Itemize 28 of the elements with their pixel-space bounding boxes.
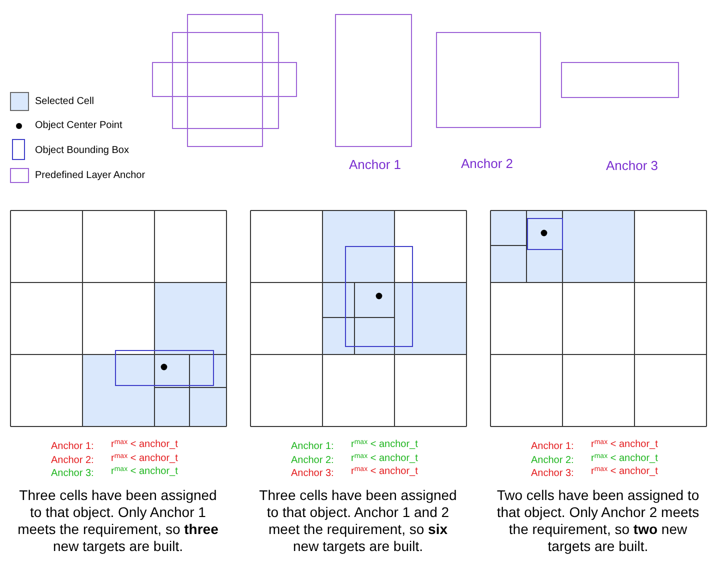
legend-label: Selected Cell	[35, 96, 94, 108]
anchor-label: Anchor 2	[461, 157, 514, 172]
anchor-name: Anchor 3:	[531, 468, 574, 480]
condition-text: r$^{max}$ < anchor_t	[351, 466, 418, 478]
anchor-label: Anchor 3	[606, 159, 658, 174]
anchor-name: Anchor 3:	[291, 468, 334, 480]
legend-label: Predefined Layer Anchor	[35, 170, 146, 182]
condition-text: r$^{max}$ < anchor_t	[351, 452, 418, 464]
condition-text: r$^{max}$ < anchor_t	[111, 452, 178, 464]
anchor-name: Anchor 2:	[51, 454, 94, 466]
condition-text: r$^{max}$ < anchor_t	[351, 439, 418, 450]
description-text: Three cells have been assigned to that object. Only Anchor 1 meets the requirement, so three new targets are built.	[16, 487, 220, 555]
anchor-label: Anchor 1	[349, 158, 402, 173]
anchor-name: Anchor 1:	[291, 441, 334, 452]
legend-label: Object Center Point	[35, 120, 122, 132]
anchor-name: Anchor 1:	[51, 441, 94, 452]
anchor-name: Anchor 3:	[51, 468, 94, 480]
condition-text: r$^{max}$ < anchor_t	[111, 439, 178, 450]
anchor-name: Anchor 2:	[531, 454, 574, 466]
condition-text: r$^{max}$ < anchor_t	[591, 452, 658, 464]
anchor-name: Anchor 2:	[291, 454, 334, 466]
legend-label: Object Bounding Box	[35, 145, 129, 156]
description-text: Three cells have been assigned to that object. Anchor 1 and 2 meet the requirement, so six new targets are built.	[258, 487, 458, 555]
condition-text: r$^{max}$ < anchor_t	[591, 439, 658, 450]
condition-text: r$^{max}$ < anchor_t	[591, 466, 658, 478]
description-text: Two cells have been assigned to that object. Only Anchor 2 meets the requirement, so two new targets are built.	[496, 487, 700, 555]
anchor-name: Anchor 1:	[531, 441, 574, 452]
condition-text: r$^{max}$ < anchor_t	[111, 466, 178, 478]
